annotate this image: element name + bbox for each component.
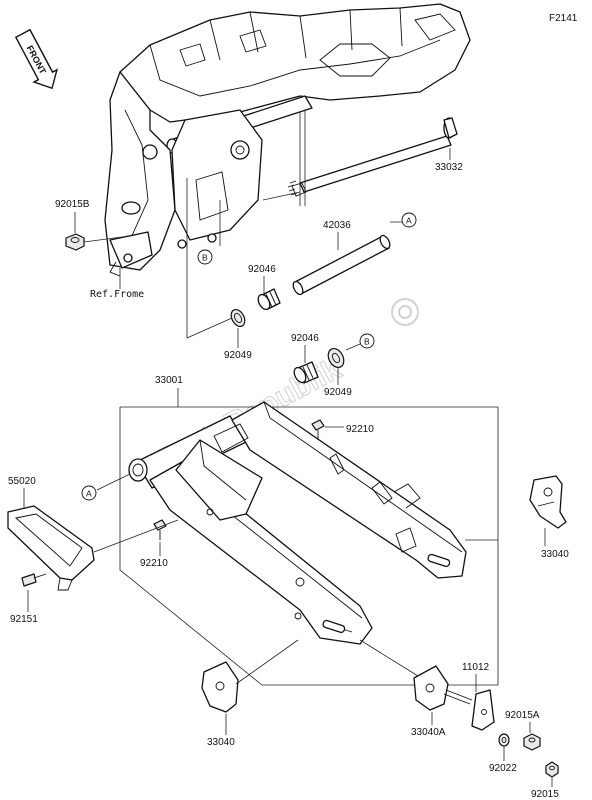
part-92151: 92151	[10, 614, 38, 625]
front-arrow-icon: FRONT	[14, 28, 59, 90]
part-42036: 42036	[323, 220, 351, 231]
seal-92049-upper	[230, 308, 246, 328]
plate-11012	[471, 689, 495, 731]
leader-42036	[337, 221, 402, 250]
chain-adjuster-33040a	[413, 665, 473, 711]
part-92015b: 92015B	[55, 199, 90, 210]
swingarm-group-outline	[119, 406, 499, 686]
leader-92210-lower	[93, 519, 179, 556]
part-33040a: 33040A	[411, 727, 446, 738]
leader-33032-a	[262, 112, 301, 206]
callout-b-swingarm: B	[359, 333, 375, 349]
part-92049-upper: 92049	[224, 350, 252, 361]
chain-adjuster-33040-left	[201, 661, 239, 713]
chain-slider-55020	[7, 505, 95, 591]
part-92046-lower: 92046	[291, 333, 319, 344]
leader-33032-b	[299, 109, 306, 206]
nut-92015	[545, 761, 559, 778]
ref-frame-label: Ref.Frome	[90, 289, 144, 300]
bolt-92210-upper	[311, 419, 325, 440]
part-92210-lower: 92210	[140, 558, 168, 569]
callout-a-swingarm: A	[81, 485, 97, 501]
callout-a-top: A	[401, 212, 417, 228]
bearing-92046-upper	[257, 288, 281, 311]
part-92015a: 92015A	[505, 710, 540, 721]
part-92210-upper: 92210	[346, 424, 374, 435]
washer-92022	[498, 733, 510, 747]
bearing-92046-lower	[293, 361, 319, 384]
leader-33040-left	[225, 639, 299, 735]
part-92015: 92015	[531, 789, 559, 800]
part-92049-lower: 92049	[324, 387, 352, 398]
part-92022: 92022	[489, 763, 517, 774]
figure-code: F2141	[549, 13, 578, 24]
svg-text:B: B	[364, 337, 370, 347]
screw-92151	[21, 573, 47, 587]
part-33040-right: 33040	[541, 549, 569, 560]
part-33040-left: 33040	[207, 737, 235, 748]
svg-text:B: B	[202, 253, 208, 263]
leader-a-swingarm	[96, 473, 131, 491]
pivot-shaft-33032	[287, 117, 458, 197]
leader-33040a	[359, 639, 433, 725]
bolt-92210-lower	[153, 519, 167, 540]
nut-92015a	[523, 733, 541, 751]
part-33001: 33001	[155, 375, 183, 386]
part-55020: 55020	[8, 476, 36, 487]
chain-adjuster-33040-right	[529, 475, 567, 529]
collar-42036	[292, 234, 391, 296]
leader-bracket-left	[186, 178, 233, 339]
leader-92049-lower	[337, 343, 361, 385]
part-11012: 11012	[462, 662, 490, 673]
seal-92049-lower	[327, 347, 345, 369]
part-33032: 33032	[435, 162, 463, 173]
svg-text:A: A	[406, 216, 412, 226]
leader-92015b	[74, 212, 123, 243]
callout-b-frame: B	[197, 249, 213, 265]
part-92046-upper: 92046	[248, 264, 276, 275]
swingarm-33001	[128, 401, 467, 645]
nut-92015b	[65, 233, 85, 251]
frame-reference	[104, 3, 471, 277]
svg-text:A: A	[86, 489, 92, 499]
